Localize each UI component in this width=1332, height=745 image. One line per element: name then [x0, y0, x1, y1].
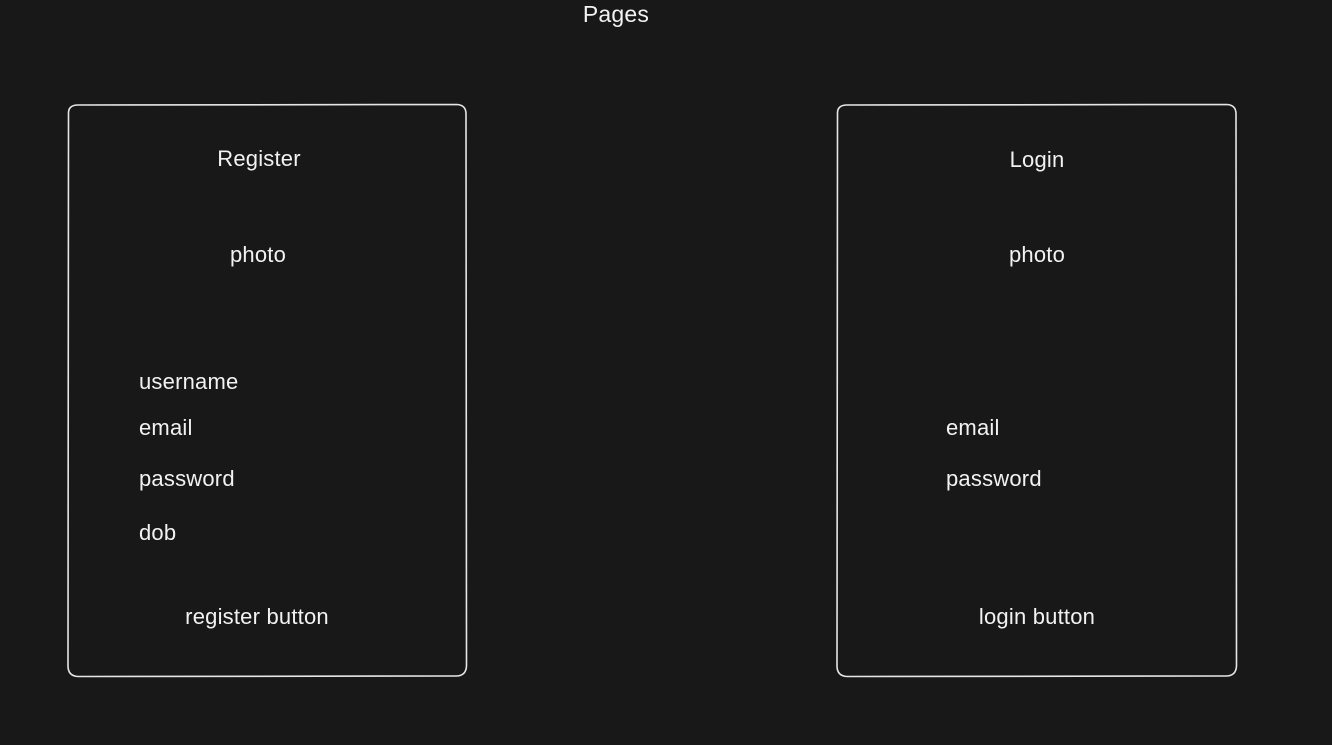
register-username-field: username [139, 369, 239, 394]
register-heading: Register [217, 146, 301, 171]
login-frame [836, 103, 1238, 678]
login-button-label: login button [978, 604, 1096, 629]
login-heading: Login [1009, 147, 1065, 172]
login-email-field: email [946, 415, 1000, 440]
register-email-field: email [139, 415, 193, 440]
register-password-field: password [139, 466, 235, 491]
register-button-label: register button [185, 604, 329, 629]
register-frame [67, 103, 468, 678]
login-password-field: password [946, 466, 1042, 491]
register-dob-field: dob [139, 520, 177, 545]
login-photo-placeholder: photo [1008, 242, 1066, 267]
page-title: Pages [582, 1, 650, 27]
register-photo-placeholder: photo [229, 242, 287, 267]
